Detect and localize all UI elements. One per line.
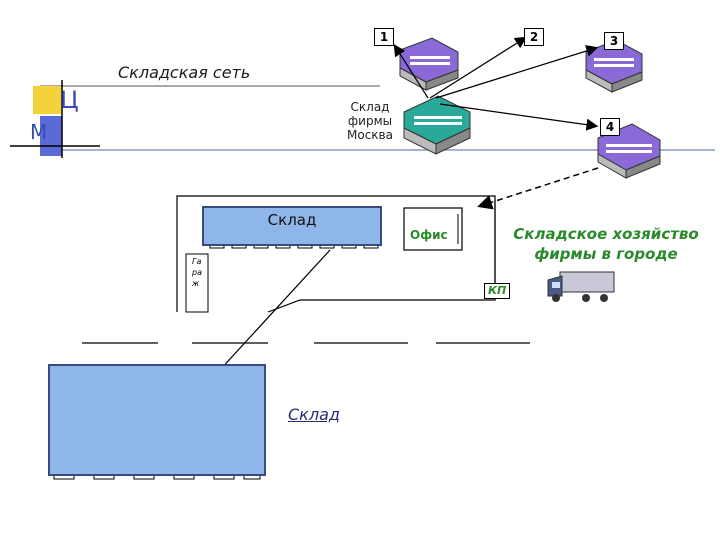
city-facility-title-line2: фирмы в городе <box>534 245 678 263</box>
logo-letter-m: М <box>30 120 48 144</box>
arrow-to-2 <box>429 36 528 99</box>
big-warehouse-docks <box>53 474 261 480</box>
city-facility-title: Складское хозяйство фирмы в городе <box>506 224 706 264</box>
moscow-label-line3: Москва <box>347 128 393 142</box>
truck-icon <box>547 271 615 302</box>
detail-warehouse-label: Склад <box>288 405 340 424</box>
logo-letter-ts: Ц <box>60 86 79 114</box>
warehouse-number-3: 3 <box>604 32 624 50</box>
warehouse-docks <box>209 244 379 249</box>
garage-label: Гараж <box>192 257 202 288</box>
moscow-label-line1: Склад <box>350 100 390 114</box>
building-icon-moscow <box>403 95 471 155</box>
logo-letter-l: Л <box>66 120 82 144</box>
detail-warehouse-box <box>48 364 266 476</box>
office-box <box>403 207 463 251</box>
warehouse-number-1: 1 <box>374 28 394 46</box>
city-facility-title-line1: Складское хозяйство <box>513 225 699 243</box>
arrow-to-city-facility <box>477 167 599 210</box>
facility-warehouse-label: Склад <box>267 211 317 229</box>
facility-warehouse-box: Склад <box>202 206 382 246</box>
checkpoint-label: КП <box>484 283 511 299</box>
warehouse-number-2: 2 <box>524 28 544 46</box>
building-icon-3 <box>585 39 643 93</box>
garage-box <box>185 253 209 313</box>
moscow-label-line2: фирмы <box>347 114 393 128</box>
arrow-to-4 <box>439 103 599 131</box>
warehouse-number-4: 4 <box>600 118 620 136</box>
page-title: Складская сеть <box>118 63 251 82</box>
arrow-to-3 <box>435 45 599 99</box>
building-icon-2 <box>399 37 459 91</box>
moscow-warehouse-label: Склад фирмы Москва <box>340 100 400 142</box>
office-label: Офис <box>410 228 448 242</box>
arrow-to-1 <box>393 43 429 99</box>
logo-yellow-square <box>33 86 61 114</box>
